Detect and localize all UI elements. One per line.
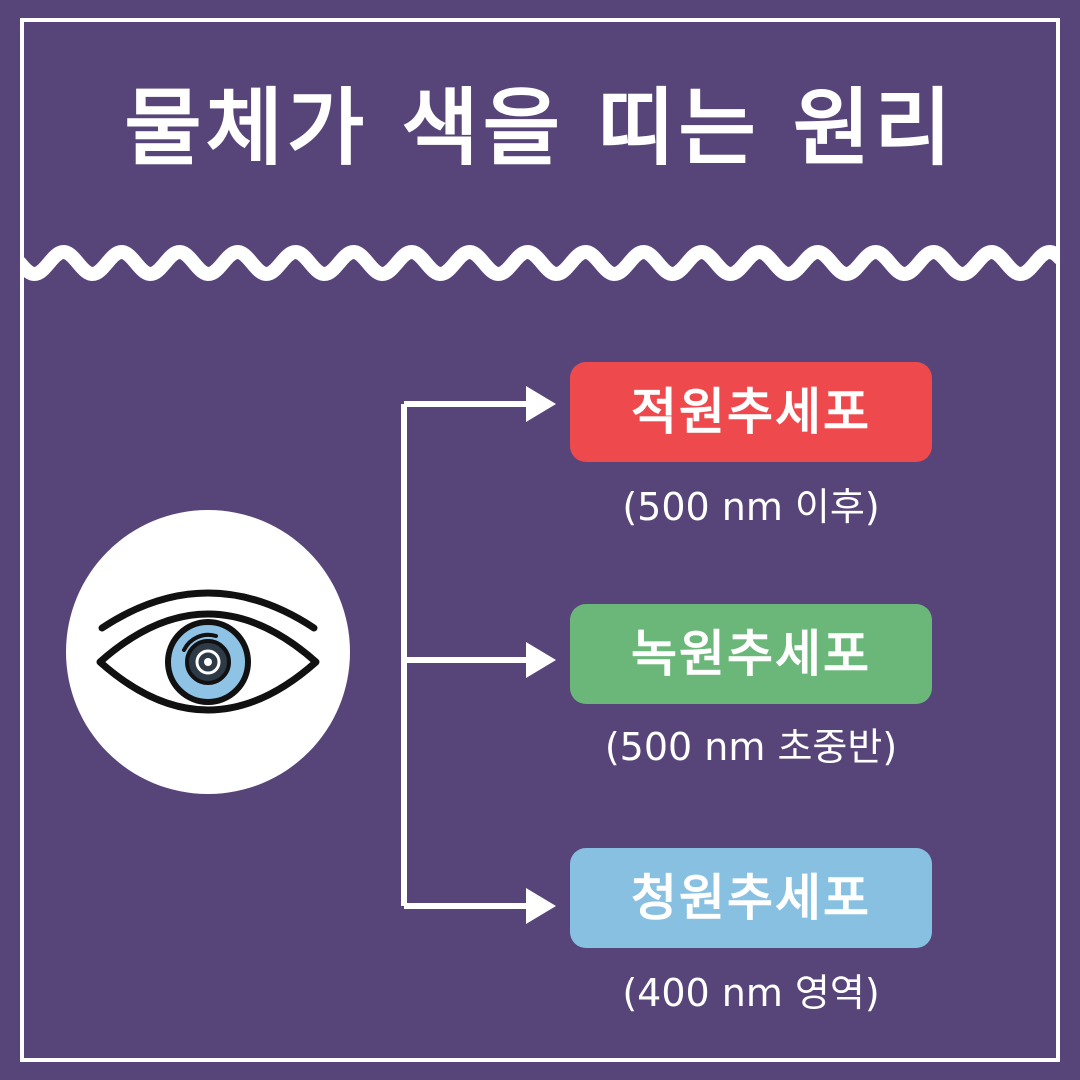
iris-detail	[182, 632, 218, 652]
blue-cone-range: (400 nm 영역)	[622, 971, 880, 1015]
branch-connector	[401, 386, 556, 924]
arrow-head-red	[526, 386, 556, 422]
wave-divider	[20, 244, 1060, 282]
eye-badge	[66, 510, 350, 794]
page-title: 물체가 색을 띠는 원리	[124, 79, 956, 177]
eye-lash-arc	[98, 589, 318, 632]
blue-cone-label-box: 청원추세포	[570, 848, 932, 948]
arrow-head-blue	[526, 888, 556, 924]
red-cone-label-box: 적원추세포	[570, 362, 932, 462]
blue-cone-label: 청원추세포	[631, 869, 871, 927]
eye-icon	[96, 589, 320, 714]
red-cone-range: (500 nm 이후)	[622, 485, 880, 529]
red-cone-label: 적원추세포	[631, 383, 871, 441]
arrow-head-green	[526, 642, 556, 678]
eye-highlight	[204, 658, 212, 666]
wave-line	[20, 244, 1060, 282]
green-cone-label-box: 녹원추세포	[570, 604, 932, 704]
green-cone-label: 녹원추세포	[631, 625, 871, 683]
pupil-ring	[195, 649, 221, 675]
green-cone-range: (500 nm 초중반)	[604, 725, 898, 769]
